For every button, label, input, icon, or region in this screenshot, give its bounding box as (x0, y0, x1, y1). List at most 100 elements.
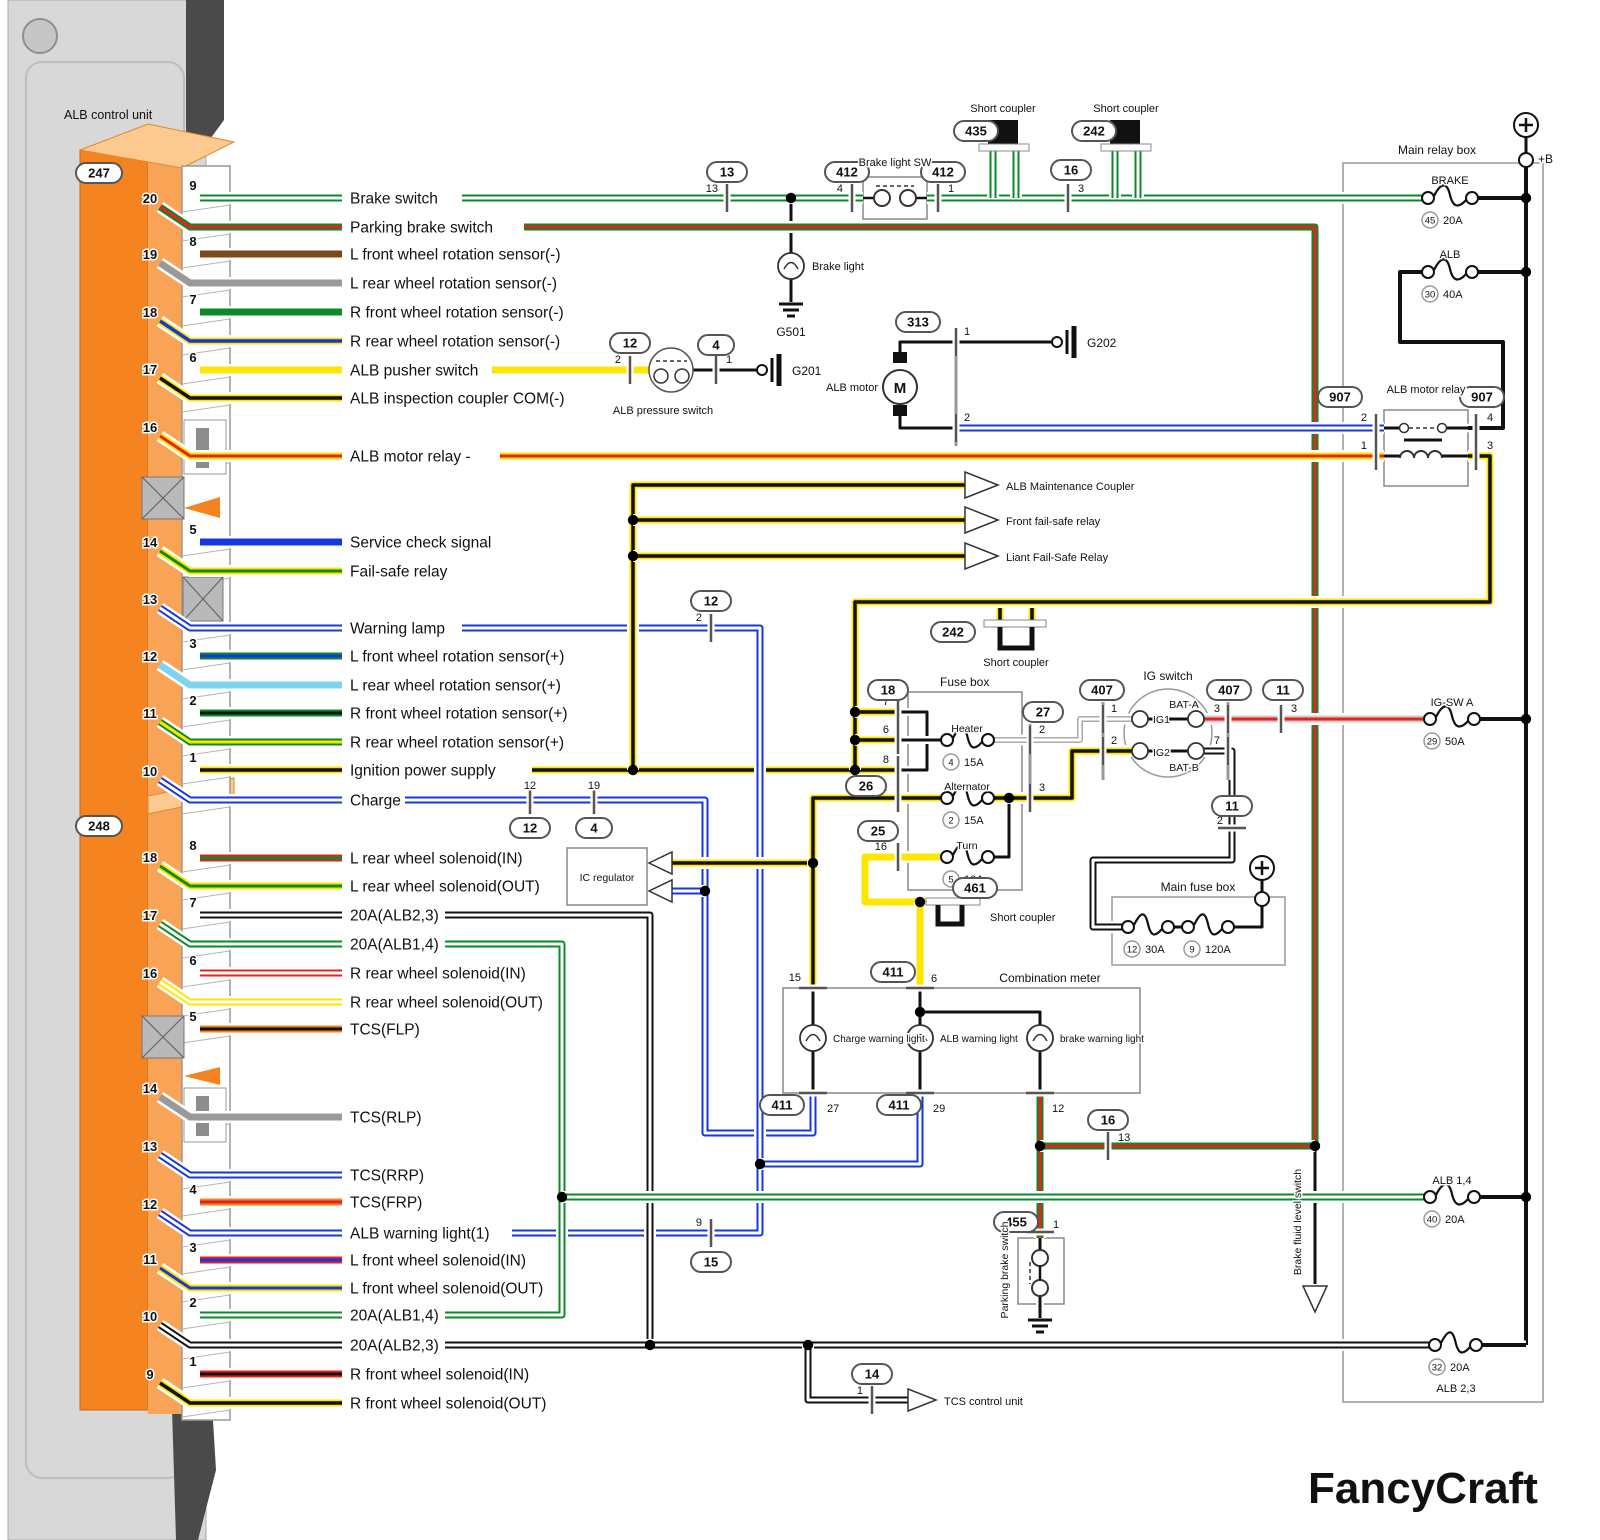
label-ig-sw-a: IG-SW A (1431, 697, 1474, 709)
pin-row: 3L front wheel solenoid(IN) (188, 1239, 526, 1270)
oval-number: 907 (1471, 390, 1493, 405)
connector-tick: 4 (1472, 411, 1495, 442)
connector-tick: 4 (835, 182, 856, 212)
connector-oval-411: 411 (759, 1094, 805, 1116)
pin-label: L rear wheel rotation sensor(-) (350, 276, 557, 293)
label-turn: Turn (956, 840, 977, 852)
junction-dot (802, 1339, 814, 1351)
connector-oval-411: 411 (870, 961, 916, 983)
oval-number: 247 (88, 166, 110, 181)
arrow-front-fail-safe-relay (964, 505, 1001, 535)
label-alb-maintenance-coupler: ALB Maintenance Coupler (1006, 481, 1135, 493)
connector-oval-247: 247 (75, 162, 123, 184)
ig-switch-body (1123, 688, 1213, 778)
pin-number: 1 (189, 1354, 196, 1369)
pin-number: 18 (143, 305, 157, 320)
pin-number: 12 (143, 649, 157, 664)
pin-label: TCS(RRP) (350, 1168, 424, 1185)
label-brake-warning-light: brake warning light (1060, 1034, 1144, 1045)
tick-pin-number: 9 (696, 1217, 702, 1229)
tick-pin-number: 13 (706, 183, 718, 195)
label-alb-pressure-switch: ALB pressure switch (613, 405, 713, 417)
label-alternator: Alternator (944, 781, 990, 793)
pin-label: L rear wheel rotation sensor(+) (350, 678, 561, 695)
pin-row: 11L front wheel solenoid(OUT) (142, 1251, 544, 1298)
pin-label: Parking brake switch (350, 220, 493, 237)
connector-oval-4: 4 (575, 817, 613, 839)
connector-tick: 13 (704, 182, 731, 212)
oval-number: 242 (942, 625, 964, 640)
pin-label: L front wheel solenoid(OUT) (350, 1281, 543, 1298)
slot (183, 419, 227, 475)
brake-light-bulb (777, 252, 805, 280)
fuse-number: 5 (948, 875, 953, 886)
pin-label: L front wheel rotation sensor(+) (350, 649, 564, 666)
tick-pin-number: 1 (1053, 1219, 1059, 1231)
tick-pin-number: 2 (615, 354, 621, 366)
pin-number: 3 (189, 636, 196, 651)
pin-label: 20A(ALB2,3) (350, 1338, 439, 1355)
icreg-arrow-1 (647, 850, 673, 876)
pin-number: 13 (143, 1139, 157, 1154)
pin-label: R front wheel rotation sensor(-) (350, 305, 564, 322)
pin-row: 16R rear wheel solenoid(OUT) (141, 965, 543, 1012)
label-short-coupler: Short coupler (990, 912, 1056, 924)
connector-oval-412: 412 (824, 161, 870, 183)
label-heater: Heater (951, 723, 983, 735)
junction-dot (785, 192, 797, 204)
pin-number: 12 (143, 1197, 157, 1212)
label-ig-switch: IG switch (1143, 669, 1192, 683)
label-alb-1-4: ALB 1,4 (1432, 1175, 1471, 1187)
connector-tick: 1 (1359, 439, 1380, 470)
oval-number: 411 (772, 1098, 793, 1113)
pin-label: R front wheel rotation sensor(+) (350, 706, 568, 723)
alb14-run (445, 938, 568, 1321)
short-coupler-461 (925, 897, 981, 927)
oval-number: 907 (1329, 390, 1351, 405)
oval-number: 14 (865, 1367, 880, 1382)
pin-label: Service check signal (350, 535, 491, 552)
pin-row: 2R front wheel rotation sensor(+) (188, 692, 568, 723)
label-parking-brake-switch: Parking brake switch (999, 1221, 1011, 1318)
pin-wire (156, 1208, 342, 1239)
label-alb-motor-relay: ALB motor relay (1387, 384, 1466, 396)
pin-number: 14 (143, 1081, 158, 1096)
ic-regulator-box (566, 847, 648, 906)
connector-oval-242: 242 (930, 621, 976, 643)
oval-number: 412 (932, 165, 954, 180)
alb-control-unit: ALB control unit (7, 0, 236, 1540)
pin-label: R rear wheel rotation sensor(+) (350, 735, 564, 752)
fuse-number: 12 (1127, 945, 1138, 956)
tick-pin-number: 4 (837, 183, 843, 195)
tick-pin-number: 3 (1487, 440, 1493, 452)
connector-tick: 2 (952, 411, 972, 442)
symbols: 4520A3040A2950A4020A3220A415A215A510A123… (647, 112, 1539, 1413)
junction-dot (644, 1339, 656, 1351)
label-main-relay-box: Main relay box (1398, 143, 1476, 157)
tick-pin-number: 4 (1487, 412, 1493, 424)
tick-pin-number: 2 (964, 412, 970, 424)
pin-wire (156, 202, 342, 233)
connector-oval-12: 12 (690, 590, 732, 612)
fuse-number: 40 (1427, 1215, 1438, 1226)
tick-pin-number: 12 (1052, 1103, 1064, 1115)
connector-oval-14: 14 (851, 1363, 893, 1385)
label-tcs-control-unit: TCS control unit (944, 1396, 1023, 1408)
connector-tick: 19 (586, 779, 602, 814)
connector-oval-248: 248 (75, 815, 123, 837)
tick-pin-number: 8 (883, 754, 889, 766)
fuse-amps: 20A (1445, 1214, 1465, 1226)
pin-number: 6 (189, 953, 196, 968)
connector-oval-313: 313 (895, 311, 941, 333)
